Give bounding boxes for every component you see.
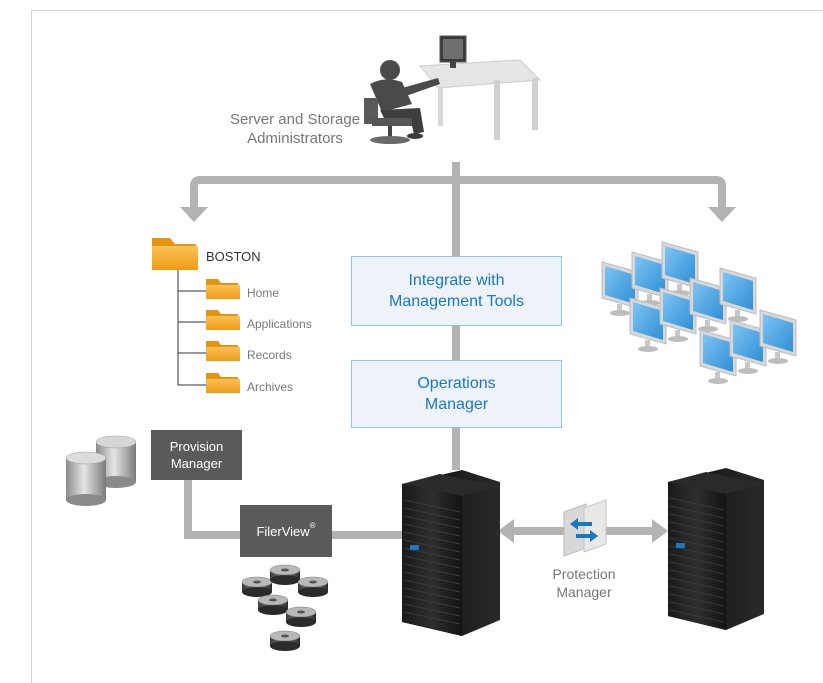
storage-cylinders-icon	[65, 435, 137, 506]
protection-line1: Protection	[552, 566, 616, 582]
arrow-left-protection	[498, 519, 514, 543]
disk-stack-icon	[241, 564, 329, 651]
folder-label-archives: Archives	[247, 380, 294, 394]
storage-rack-primary	[402, 470, 500, 636]
protection-line2: Manager	[556, 584, 612, 600]
disk-icon-6	[269, 630, 301, 651]
monitor-icon-3	[661, 241, 699, 296]
monitor-icon-2	[631, 251, 669, 306]
disk-icon-4	[257, 594, 289, 615]
folder-root-label: BOSTON	[206, 249, 261, 264]
folder-icons-subfolders	[206, 279, 240, 393]
arrow-down-left	[180, 207, 208, 222]
rack-badge-primary	[410, 545, 419, 550]
folder-label-records: Records	[247, 348, 292, 362]
disk-icon-1	[241, 576, 273, 597]
provision-line1: Provision	[169, 439, 224, 454]
monitor-icon-5	[659, 287, 697, 342]
disk-icon-5	[285, 606, 317, 627]
monitor-icon-7	[719, 267, 757, 322]
monitor-icon-8	[699, 329, 737, 384]
filerview-box: FilerView®	[240, 505, 332, 557]
disk-icon-3	[297, 576, 329, 597]
provision-manager-box: Provision Manager	[151, 430, 242, 480]
operations-manager-box: Operations Manager	[351, 360, 562, 428]
administrator-desk-illustration	[364, 35, 542, 144]
integrate-line2: Management Tools	[389, 293, 524, 310]
distribution-line	[190, 176, 726, 208]
storage-rack-secondary	[668, 468, 764, 630]
folder-tree-lines	[177, 270, 206, 386]
provision-line2: Manager	[170, 456, 223, 471]
arrow-down-right	[708, 207, 736, 222]
monitor-icon-9	[729, 319, 767, 374]
arrow-right-protection	[652, 519, 668, 543]
administrators-label: Server and Storage Administrators	[210, 110, 380, 148]
filerview-registered-mark: ®	[309, 521, 316, 530]
folder-label-applications: Applications	[247, 317, 312, 331]
monitor-icon-4	[629, 297, 667, 352]
administrators-label-line2: Administrators	[247, 130, 343, 147]
filerview-label: FilerView	[256, 523, 310, 539]
protection-sync-icon	[563, 499, 607, 557]
protection-manager-label: Protection Manager	[528, 565, 640, 601]
operations-line2: Manager	[424, 396, 489, 413]
administrators-label-line1: Server and Storage	[229, 111, 361, 128]
operations-line1: Operations	[417, 375, 496, 392]
folder-icon-boston	[152, 238, 198, 270]
rack-badge-secondary	[676, 543, 685, 548]
integrate-line1: Integrate with	[408, 272, 505, 289]
disk-icon-2	[269, 564, 301, 585]
diagram-frame	[31, 10, 823, 683]
folder-label-home: Home	[247, 286, 280, 300]
monitor-icon-10	[759, 309, 797, 364]
monitor-cluster-icon	[601, 241, 797, 384]
monitor-icon-6	[689, 277, 727, 332]
integrate-management-tools-box: Integrate with Management Tools	[351, 256, 562, 326]
